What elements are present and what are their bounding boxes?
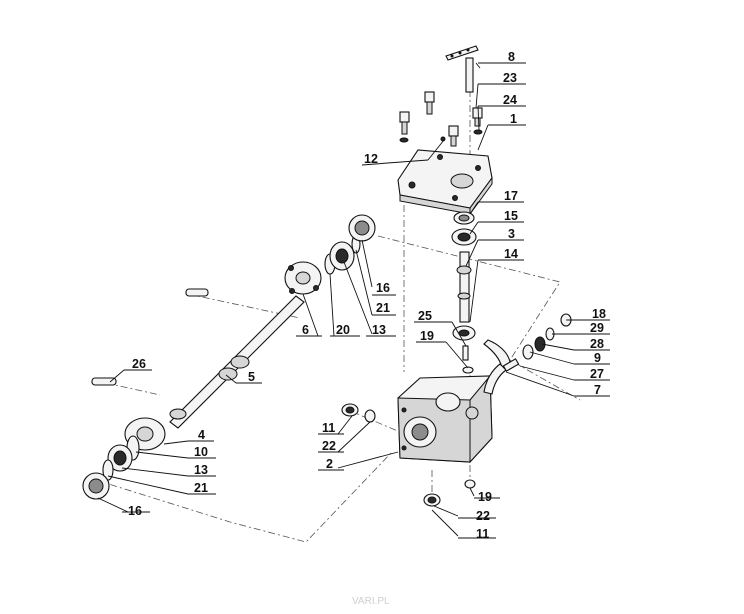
callout-label: 28: [590, 337, 604, 351]
callout-label: 21: [194, 481, 208, 495]
callout-label: 3: [508, 227, 515, 241]
callout-label: 11: [322, 421, 335, 435]
callout-label: 13: [194, 463, 208, 477]
lower-bearing-stack: [82, 417, 166, 500]
callout-label: 24: [503, 93, 517, 107]
callout-label: 27: [590, 367, 604, 381]
long-shaft: [169, 295, 305, 429]
cover-bolts: [399, 91, 483, 147]
shift-fork-group: [483, 313, 572, 395]
assembly-axes: [95, 90, 581, 543]
callout-label: 16: [376, 281, 390, 295]
callout-label: 16: [128, 504, 142, 518]
callout-label: 8: [508, 50, 515, 64]
cover-plate: [397, 149, 493, 216]
gearbox-housing: [397, 374, 493, 464]
callout-label: 20: [336, 323, 350, 337]
callout-label: 22: [322, 439, 336, 453]
callout-label: 22: [476, 509, 490, 523]
callout-label: 13: [372, 323, 386, 337]
callout-label: 17: [504, 189, 518, 203]
callout-labels: 8 23 24 1 12 17 15 3 14 16 21 13 20 6 25…: [122, 50, 610, 541]
callout-label: 4: [198, 428, 205, 442]
callout-label: 11: [476, 527, 489, 541]
drain-plugs: [341, 403, 476, 507]
upper-bearing-stack: [284, 214, 376, 295]
callout-label: 29: [590, 321, 604, 335]
dowel-pins: [91, 288, 209, 386]
callout-label: 2: [326, 457, 333, 471]
callout-label: 5: [248, 370, 255, 384]
callout-label: 9: [594, 351, 601, 365]
callout-label: 7: [594, 383, 601, 397]
callout-label: 12: [364, 152, 378, 166]
callout-label: 19: [478, 490, 492, 504]
callout-label: 23: [503, 71, 517, 85]
callout-label: 21: [376, 301, 390, 315]
vertical-shaft-assembly: [451, 211, 477, 374]
watermark: VARI.PL: [352, 596, 390, 607]
leader-lines: [97, 62, 575, 537]
callout-label: 18: [592, 307, 606, 321]
callout-label: 14: [504, 247, 518, 261]
pin-plate: [445, 45, 479, 93]
callout-label: 10: [194, 445, 208, 459]
callout-label: 19: [420, 329, 434, 343]
callout-label: 26: [132, 357, 146, 371]
callout-label: 6: [302, 323, 309, 337]
callout-label: 1: [510, 112, 517, 126]
callout-label: 25: [418, 309, 432, 323]
callout-label: 15: [504, 209, 518, 223]
